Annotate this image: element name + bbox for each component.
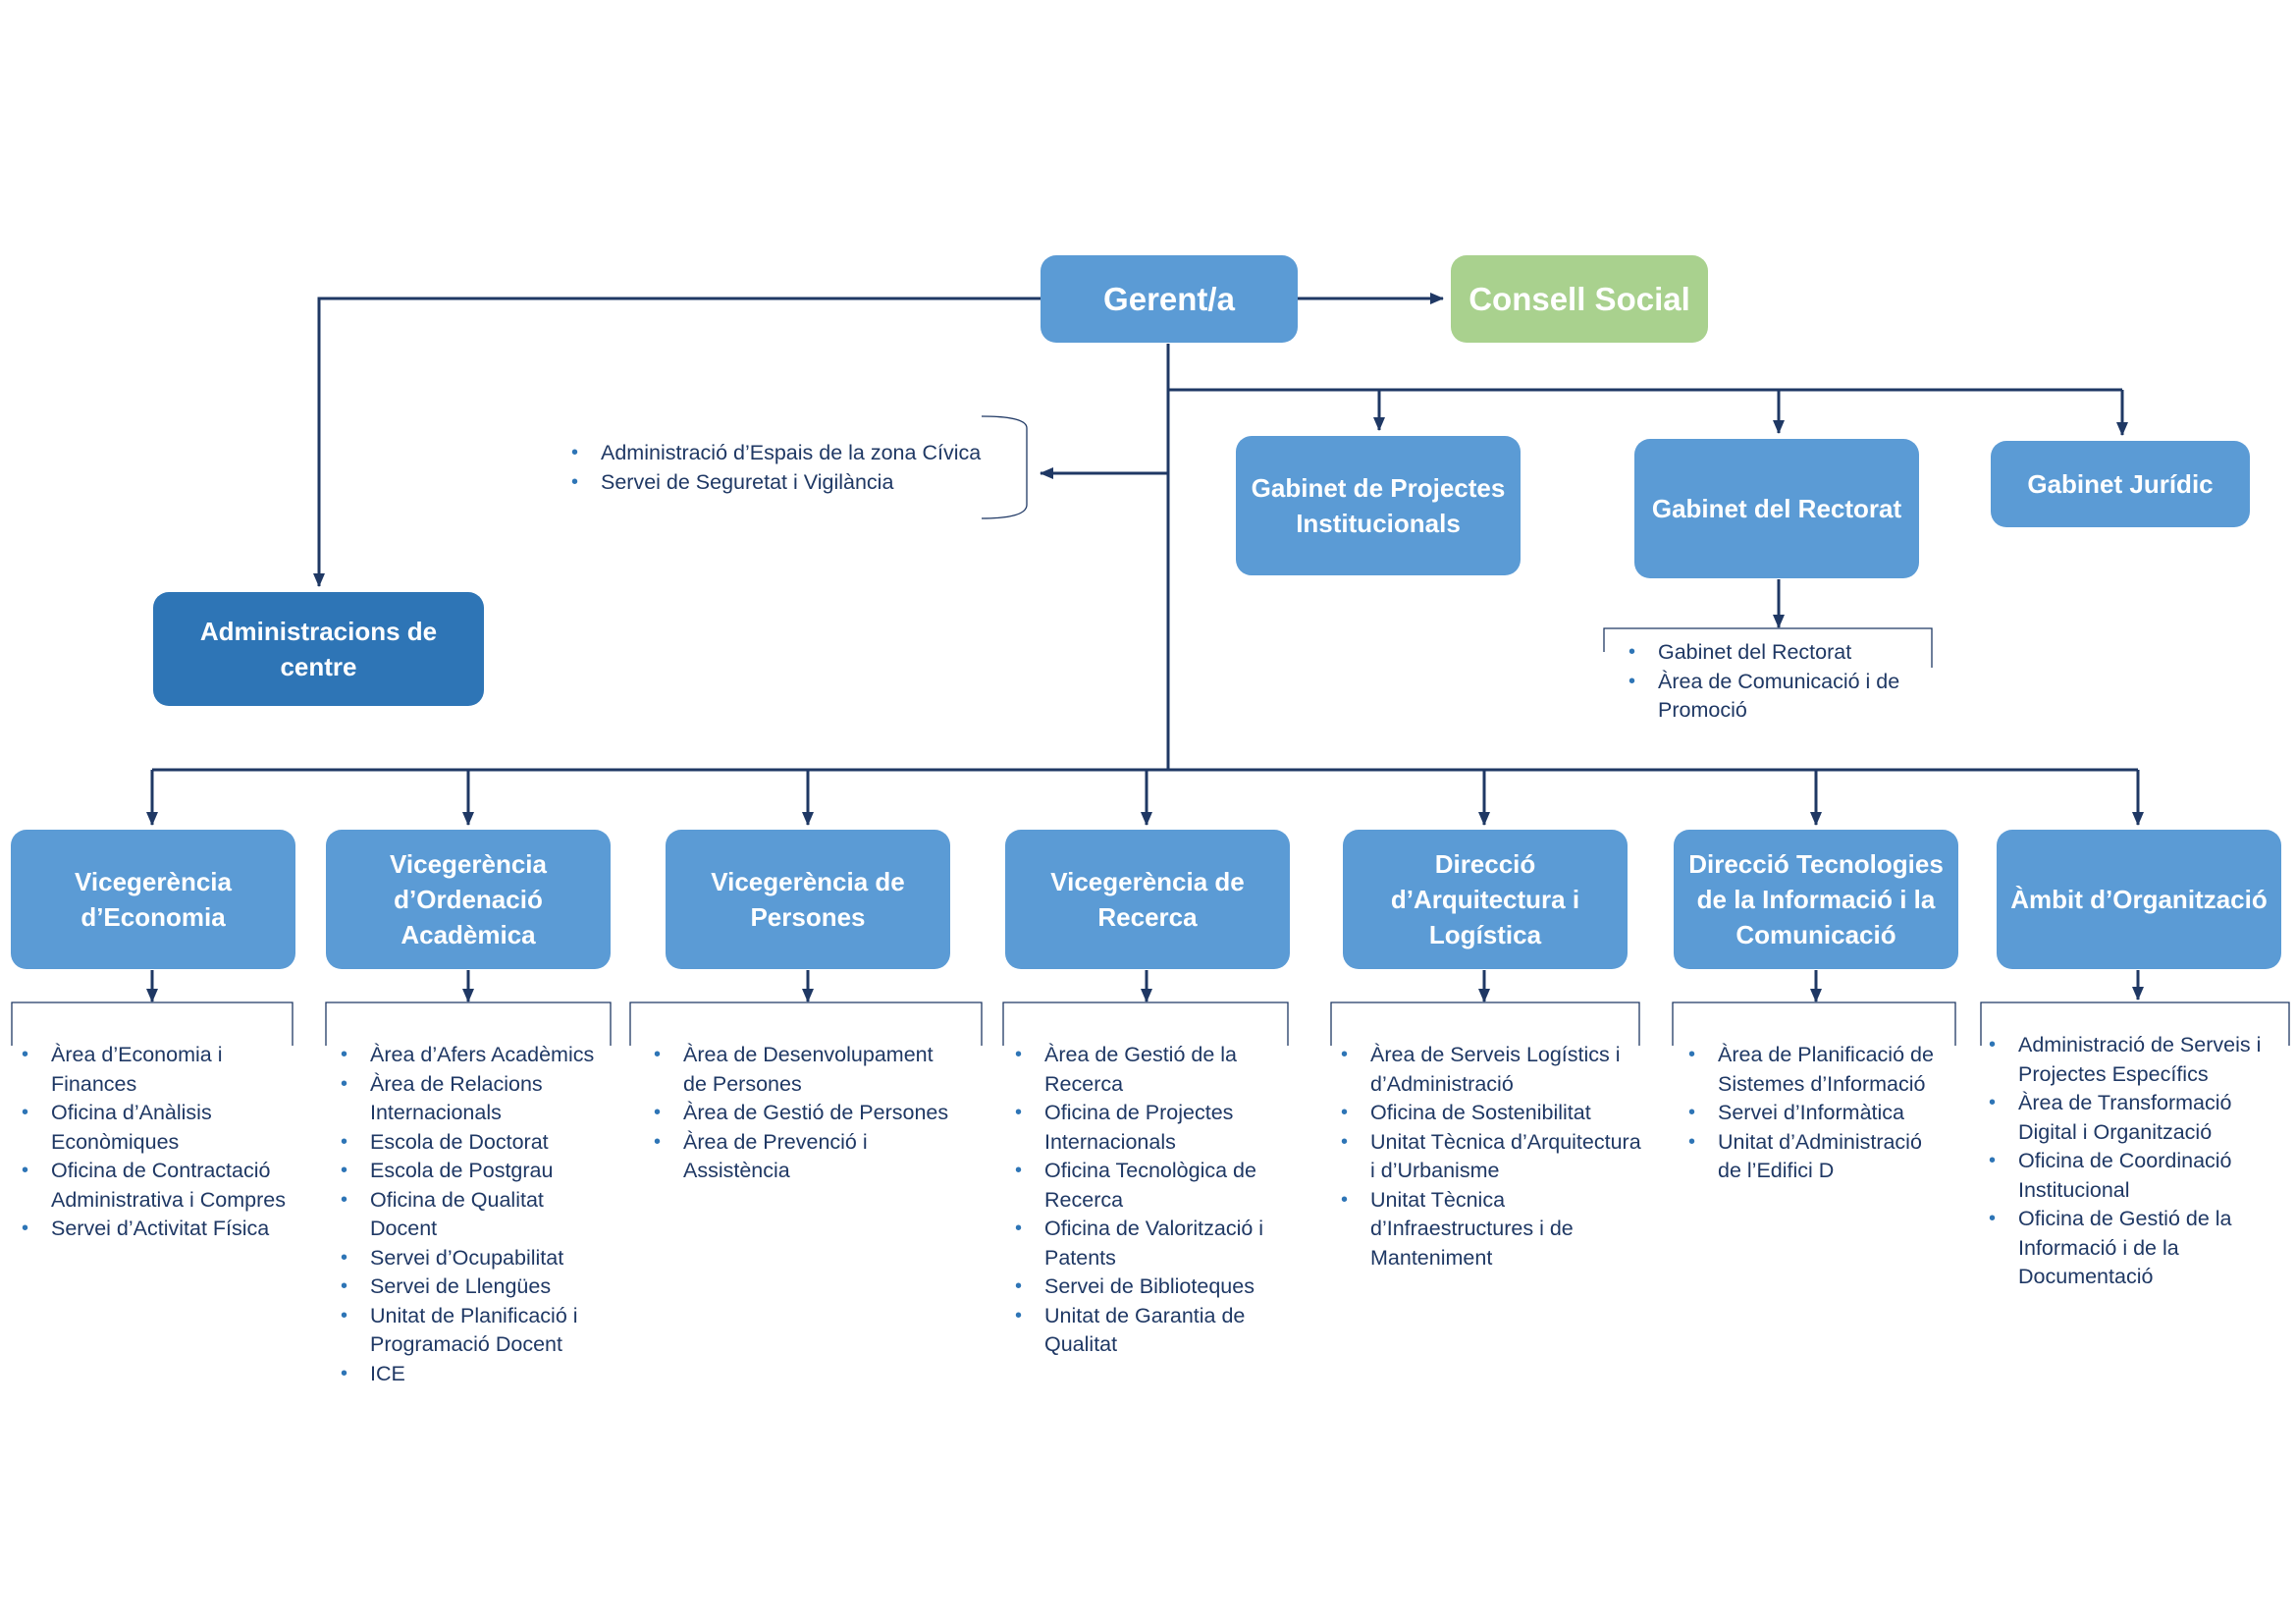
list-item: Oficina de Projectes Internacionals: [1011, 1099, 1306, 1157]
unit-box-organitzacio: Àmbit d’Organització: [1997, 830, 2281, 969]
unit-box-tic: Direcció Tecnologies de la Informació i …: [1674, 830, 1958, 969]
list-item: Oficina de Valorització i Patents: [1011, 1215, 1306, 1272]
list-item: Servei de Seguretat i Vigilància: [567, 468, 999, 498]
bracket-unit-2: [325, 1001, 612, 1046]
unit-list-organitzacio: Administració de Serveis i Projectes Esp…: [1985, 1031, 2295, 1292]
unit-box-recerca: Vicegerència de Recerca: [1005, 830, 1290, 969]
list-item: Àrea de Gestió de la Recerca: [1011, 1041, 1306, 1099]
gabinet-juridic-box: Gabinet Jurídic: [1991, 441, 2250, 527]
bracket-zona-civica: [981, 415, 1028, 519]
list-item: Servei d’Informàtica: [1684, 1099, 1979, 1128]
list-item: Oficina de Coordinació Institucional: [1985, 1147, 2295, 1205]
unit-list-tic: Àrea de Planificació de Sistemes d’Infor…: [1684, 1041, 1979, 1186]
arrow-to-administracions: [313, 297, 1041, 587]
list-item: Unitat Tècnica d’Arquitectura i d’Urbani…: [1337, 1128, 1671, 1186]
list-item: Àrea de Serveis Logístics i d’Administra…: [1337, 1041, 1671, 1099]
list-item: Unitat Tècnica d’Infraestructures i de M…: [1337, 1186, 1671, 1273]
administracions-centre-box: Administracions de centre: [153, 592, 484, 706]
unit-box-persones: Vicegerència de Persones: [666, 830, 950, 969]
bracket-unit-3: [629, 1001, 983, 1046]
list-item: Àrea d’Economia i Finances: [18, 1041, 312, 1099]
list-item: Oficina de Qualitat Docent: [337, 1186, 631, 1244]
gabinet-projectes-box: Gabinet de Projectes Institucionals: [1236, 436, 1521, 575]
unit-list-persones: Àrea de Desenvolupament de Persones Àrea…: [650, 1041, 974, 1186]
list-item: Gabinet del Rectorat: [1625, 638, 1939, 668]
list-item: Escola de Doctorat: [337, 1128, 631, 1158]
list-item: Oficina de Contractació Administrativa i…: [18, 1157, 312, 1215]
gabinet-rectorat-list: Gabinet del Rectorat Àrea de Comunicació…: [1625, 638, 1939, 726]
list-item: Àrea de Gestió de Persones: [650, 1099, 974, 1128]
list-item: Oficina de Gestió de la Informació i de …: [1985, 1205, 2295, 1292]
list-item: Administració d’Espais de la zona Cívica: [567, 439, 999, 468]
list-item: Àrea d’Afers Acadèmics: [337, 1041, 631, 1070]
list-item: Oficina de Sostenibilitat: [1337, 1099, 1671, 1128]
unit-list-arquitectura-logistica: Àrea de Serveis Logístics i d’Administra…: [1337, 1041, 1671, 1272]
zona-civica-list: Administració d’Espais de la zona Cívica…: [567, 439, 999, 497]
bracket-unit-6: [1672, 1001, 1956, 1046]
list-item: Administració de Serveis i Projectes Esp…: [1985, 1031, 2295, 1089]
unit-box-ordenacio-academica: Vicegerència d’Ordenació Acadèmica: [326, 830, 611, 969]
list-item: Servei de Llengües: [337, 1272, 631, 1302]
list-item: Unitat de Garantia de Qualitat: [1011, 1302, 1306, 1360]
list-item: Oficina d’Anàlisis Econòmiques: [18, 1099, 312, 1157]
gerent-box: Gerent/a: [1041, 255, 1298, 343]
list-item: Àrea de Desenvolupament de Persones: [650, 1041, 974, 1099]
unit-list-economia: Àrea d’Economia i Finances Oficina d’Anà…: [18, 1041, 312, 1244]
unit-box-arquitectura-logistica: Direcció d’Arquitectura i Logística: [1343, 830, 1628, 969]
list-item: Unitat de Planificació i Programació Doc…: [337, 1302, 631, 1360]
unit-list-recerca: Àrea de Gestió de la Recerca Oficina de …: [1011, 1041, 1306, 1360]
list-item: Unitat d’Administració de l’Edifici D: [1684, 1128, 1979, 1186]
list-item: Àrea de Relacions Internacionals: [337, 1070, 631, 1128]
unit-box-economia: Vicegerència d’Economia: [11, 830, 295, 969]
list-item: Escola de Postgrau: [337, 1157, 631, 1186]
bracket-unit-1: [11, 1001, 294, 1046]
bracket-unit-5: [1330, 1001, 1640, 1046]
list-item: Àrea de Transformació Digital i Organitz…: [1985, 1089, 2295, 1147]
list-item: Servei de Biblioteques: [1011, 1272, 1306, 1302]
list-item: ICE: [337, 1360, 631, 1389]
bracket-unit-4: [1002, 1001, 1289, 1046]
unit-list-ordenacio-academica: Àrea d’Afers Acadèmics Àrea de Relacions…: [337, 1041, 631, 1388]
gabinet-rectorat-box: Gabinet del Rectorat: [1634, 439, 1919, 578]
list-item: Àrea de Comunicació i de Promoció: [1625, 668, 1939, 726]
list-item: Servei d’Activitat Física: [18, 1215, 312, 1244]
list-item: Àrea de Planificació de Sistemes d’Infor…: [1684, 1041, 1979, 1099]
consell-social-box: Consell Social: [1451, 255, 1708, 343]
list-item: Oficina Tecnològica de Recerca: [1011, 1157, 1306, 1215]
list-item: Àrea de Prevenció i Assistència: [650, 1128, 974, 1186]
bracket-unit-7: [1980, 1001, 2290, 1046]
list-item: Servei d’Ocupabilitat: [337, 1244, 631, 1273]
